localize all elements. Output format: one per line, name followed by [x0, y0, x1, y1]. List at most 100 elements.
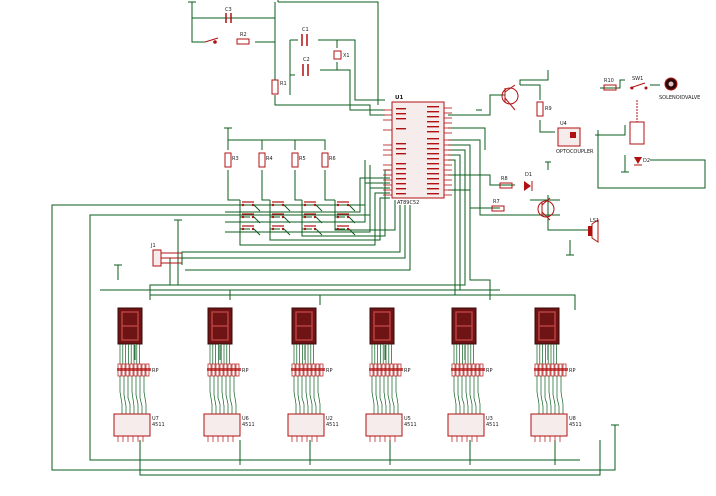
capacitor-c2: C2 — [302, 57, 310, 76]
r1-label: R1 — [280, 81, 287, 87]
decoder-part-label: 4511 — [242, 422, 255, 428]
decoder-label: U7 — [152, 416, 159, 422]
keypad-button — [270, 225, 291, 236]
keypad-matrix — [240, 201, 356, 236]
resistor-r7: R7 — [491, 199, 505, 212]
crystal-x1: X1 — [333, 50, 350, 60]
decoder-label: U8 — [569, 416, 576, 422]
r4-label: R4 — [266, 156, 273, 162]
display-row: RPU74511RPU64511RPU24511RPU54511RPU34511… — [113, 307, 582, 442]
seven-segment-display — [369, 307, 395, 345]
microcontroller-u1: U1 AT89C52 — [383, 95, 452, 206]
resistor-pack-label: RP — [152, 368, 159, 374]
keypad-button — [335, 213, 356, 224]
solenoid-valve: SOLENOIDVALVE — [659, 77, 700, 101]
led-d1: D1 — [524, 172, 533, 191]
resistor-r2: R2 — [236, 32, 250, 45]
keypad-button — [270, 201, 291, 212]
d2-label: D2 — [643, 158, 650, 164]
r3-label: R3 — [232, 156, 239, 162]
resistor-r6: R6 — [321, 152, 336, 168]
resistor-pack: RP — [291, 363, 333, 377]
j1-label: J1 — [150, 243, 156, 249]
r2-label: R2 — [240, 32, 247, 38]
decoder-label: U5 — [404, 416, 411, 422]
resistor-pack: RP — [369, 363, 411, 377]
keypad-button — [270, 213, 291, 224]
resistor-pack-label: RP — [486, 368, 493, 374]
diode-d2: D2 — [634, 157, 650, 166]
decoder-part-label: 4511 — [326, 422, 339, 428]
capacitor-c1: C1 — [301, 27, 309, 46]
capacitor-c3: C3 — [215, 7, 232, 23]
u1-part-label: AT89C52 — [397, 200, 419, 206]
resistor-pack: RP — [451, 363, 493, 377]
r10-label: R10 — [604, 78, 614, 84]
connector-j1: J1 — [150, 243, 182, 267]
transistor-q1 — [501, 84, 519, 111]
transistor-q2 — [537, 197, 555, 221]
reset-switch — [204, 37, 219, 44]
ls1-label: LS1 — [590, 218, 599, 224]
resistor-r1: R1 — [271, 79, 287, 95]
optocoupler-u4: U4 OPTOCOUPLER — [556, 121, 594, 155]
relay-coil — [629, 100, 645, 145]
c2-label: C2 — [303, 57, 310, 63]
seven-segment-display — [117, 307, 143, 345]
sw1-label: SW1 — [632, 76, 643, 82]
r6-label: R6 — [329, 156, 336, 162]
c1-label: C1 — [302, 27, 309, 33]
decoder-part-label: 4511 — [486, 422, 499, 428]
keypad-button — [240, 201, 261, 212]
resistor-r10: R10 — [603, 78, 617, 91]
resistor-pack-label: RP — [569, 368, 576, 374]
keypad-button — [302, 213, 323, 224]
resistor-r4: R4 — [258, 152, 273, 168]
resistor-pack-label: RP — [404, 368, 411, 374]
resistor-r5: R5 — [291, 152, 306, 168]
decoder-label: U6 — [242, 416, 249, 422]
d1-label: D1 — [525, 172, 532, 178]
keypad-button — [240, 213, 261, 224]
r7-label: R7 — [493, 199, 500, 205]
switch-sw1: SW1 — [629, 76, 648, 90]
resistor-r8: R8 — [499, 176, 513, 189]
resistor-pack-label: RP — [242, 368, 249, 374]
seven-segment-display — [534, 307, 560, 345]
keypad-button — [335, 225, 356, 236]
keypad-button — [302, 201, 323, 212]
terminal-marks — [114, 1, 629, 426]
resistor-pack-label: RP — [326, 368, 333, 374]
buzzer-ls1: LS1 — [588, 218, 599, 243]
keypad-button — [240, 225, 261, 236]
keypad-button — [302, 225, 323, 236]
decoder-label: U2 — [326, 416, 333, 422]
resistor-r9: R9 — [536, 101, 552, 117]
decoder-label: U3 — [486, 416, 493, 422]
resistor-pack: RP — [207, 363, 249, 377]
resistor-pack: RP — [117, 363, 159, 377]
r5-label: R5 — [299, 156, 306, 162]
r9-label: R9 — [545, 106, 552, 112]
c3-label: C3 — [225, 7, 232, 13]
wire-network — [51, 0, 706, 476]
u4-part-label: OPTOCOUPLER — [556, 149, 594, 155]
x1-label: X1 — [343, 53, 350, 59]
seven-segment-display — [291, 307, 317, 345]
u4-label: U4 — [560, 121, 567, 127]
decoder-part-label: 4511 — [152, 422, 165, 428]
resistor-r3: R3 — [224, 152, 239, 168]
